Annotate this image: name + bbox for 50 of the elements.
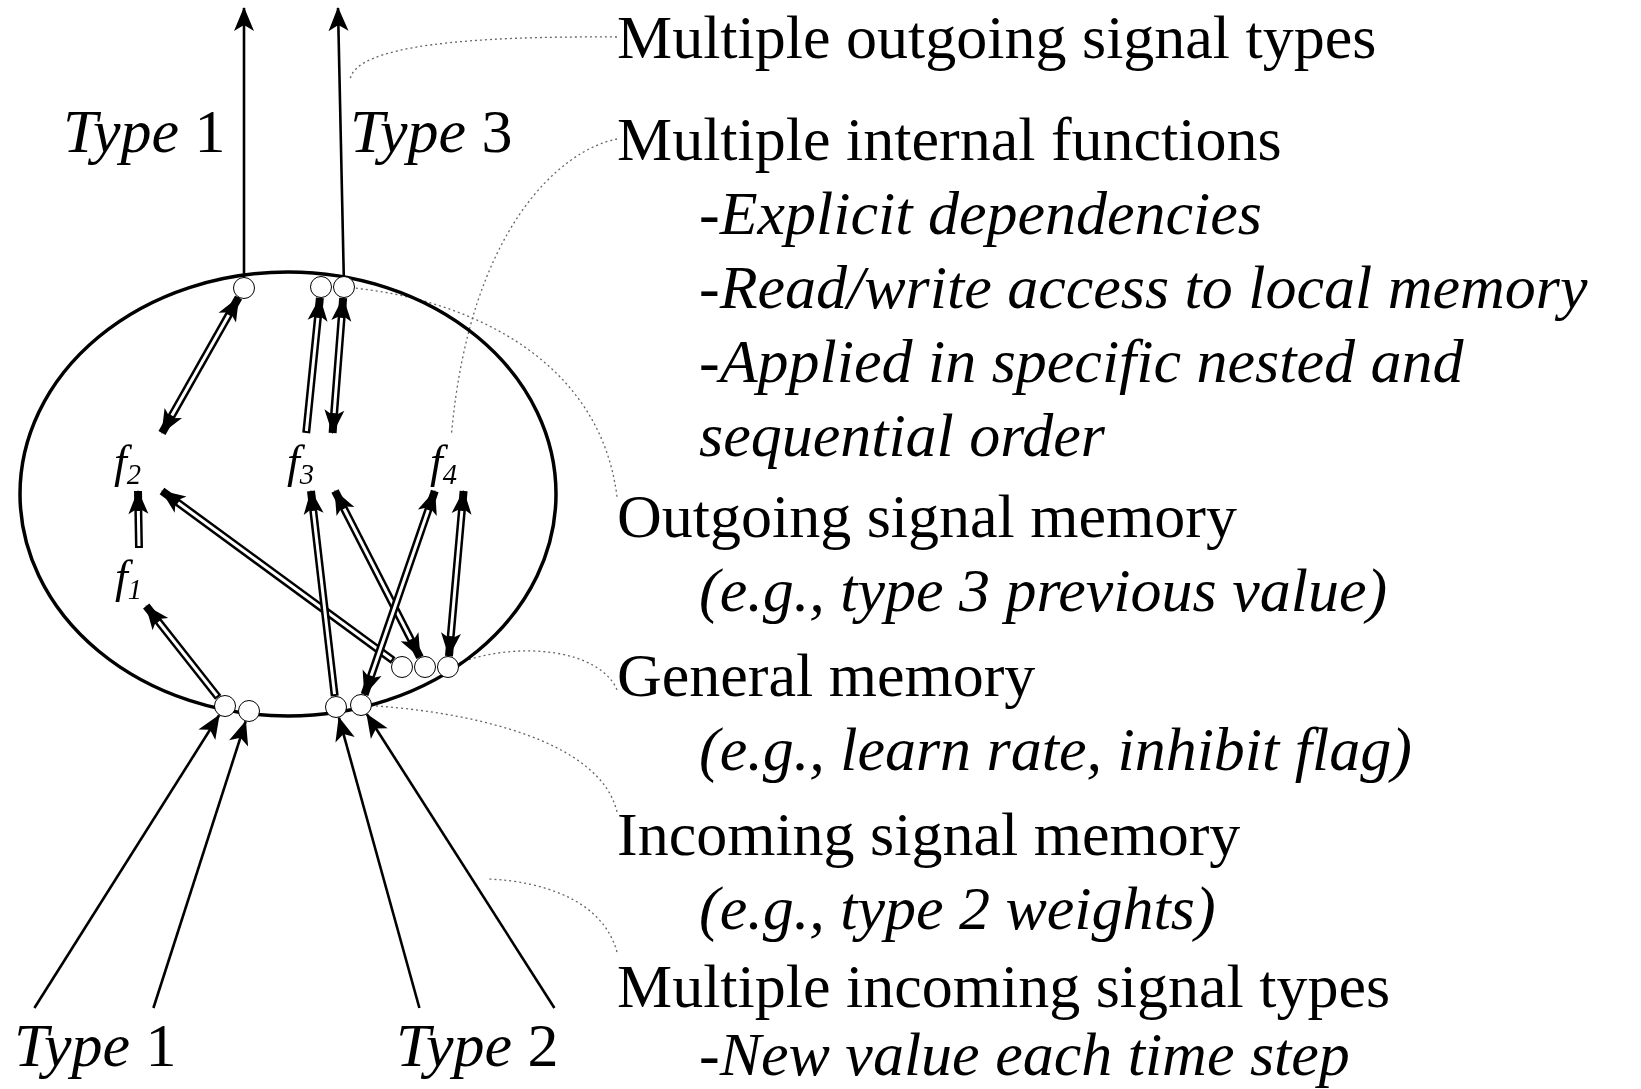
note-heading: General memory	[617, 640, 1037, 711]
double-line-arrow	[128, 490, 149, 549]
memory-slot-circle	[414, 656, 436, 678]
memory-slot-circle	[233, 277, 255, 299]
edge-label: Type 3	[350, 96, 513, 167]
double-line-arrow	[360, 489, 439, 696]
note-item: (e.g., type 3 previous value)	[698, 555, 1389, 626]
arrow	[365, 713, 556, 1009]
signal-type-label: Type 1	[14, 1010, 177, 1081]
note-heading: Multiple outgoing signal types	[617, 2, 1378, 73]
function-label: f$_{4}$	[430, 435, 458, 491]
double-line-arrow	[143, 603, 222, 700]
leader-line	[450, 138, 618, 434]
double-line-arrow	[331, 489, 424, 660]
arrow	[152, 720, 249, 1009]
function-label: f$_{3}$	[287, 435, 315, 491]
memory-slot-circle	[238, 700, 260, 722]
arrow	[335, 716, 421, 1009]
memory-slot-circle	[391, 656, 413, 678]
note-heading: Multiple internal functions	[617, 104, 1283, 175]
memory-slot-circle	[214, 695, 236, 717]
arrow	[328, 7, 349, 277]
leader-line	[354, 287, 618, 498]
memory-slot-circle	[333, 276, 355, 298]
double-line-arrow	[302, 296, 328, 434]
note-item: -Explicit dependencies	[698, 178, 1263, 249]
double-line-arrow	[303, 490, 339, 697]
double-line-arrow	[158, 295, 243, 435]
note-item: -Read/write access to local memory	[698, 252, 1589, 323]
note-heading: Multiple incoming signal types	[617, 952, 1392, 1020]
note-heading: Incoming signal memory	[617, 799, 1242, 870]
double-line-arrow	[441, 490, 472, 658]
note-item: (e.g., learn rate, inhibit flag)	[698, 714, 1413, 785]
note-item: -New value each time step	[698, 1020, 1351, 1088]
function-label: f$_{2}$	[114, 435, 142, 491]
note-item: -Applied in specific nested and sequential order	[698, 326, 1465, 471]
memory-slot-circle	[325, 696, 347, 718]
memory-slot-circle	[350, 694, 372, 716]
leader-line	[349, 36, 618, 81]
double-line-arrow	[159, 487, 396, 664]
note-item: (e.g., type 2 weights)	[698, 873, 1217, 944]
signal-type-label: Type 2	[396, 1010, 559, 1081]
arrow	[33, 714, 221, 1009]
memory-slot-circle	[437, 656, 459, 678]
note-heading: Outgoing signal memory	[617, 481, 1238, 552]
memory-slot-circle	[310, 276, 332, 298]
edge-label: Type 1	[63, 96, 226, 167]
double-line-arrow	[324, 296, 352, 434]
function-label: f$_{1}$	[115, 550, 143, 606]
leader-line	[486, 878, 618, 953]
